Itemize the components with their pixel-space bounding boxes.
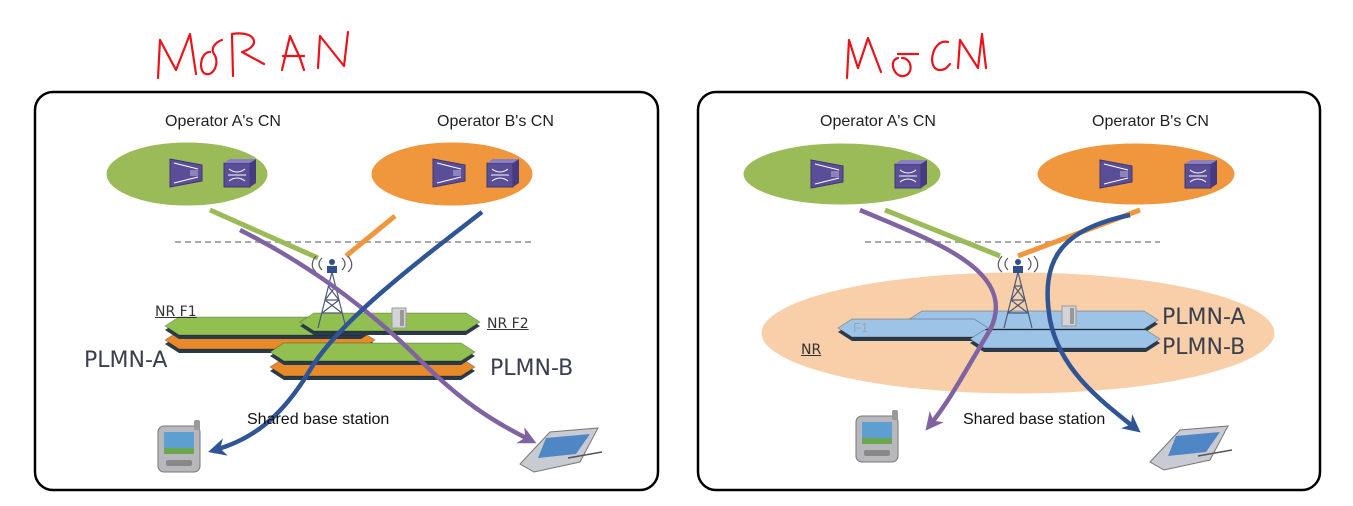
pda-screen bbox=[1168, 432, 1220, 456]
switch-arrows bbox=[228, 168, 246, 182]
switch-icon bbox=[486, 159, 519, 188]
moran-plane-f2-plmn-a bbox=[269, 342, 476, 362]
switch-arrows bbox=[491, 168, 509, 182]
pda-device-icon bbox=[1149, 425, 1233, 471]
mocn-panel bbox=[696, 90, 1322, 492]
mocn-operator-b-cn-oval bbox=[1034, 140, 1238, 208]
mocn-plane-f1 bbox=[837, 318, 989, 338]
switch-icon bbox=[223, 159, 256, 188]
radio-waves bbox=[311, 255, 353, 273]
bbu-cabinet-icon bbox=[391, 307, 407, 329]
moran-plane-f2-top bbox=[299, 312, 481, 332]
handwritten-moran bbox=[156, 30, 350, 80]
mocn-shared-base-station-label: Shared base station bbox=[963, 411, 1106, 428]
router-lines bbox=[1103, 163, 1129, 185]
tower-top bbox=[329, 259, 335, 265]
router-body bbox=[169, 158, 203, 188]
moran-link-operator-a bbox=[208, 207, 320, 261]
switch-side bbox=[1211, 160, 1217, 188]
tower-antenna bbox=[327, 266, 337, 273]
moran-link-blue-operator-b-to-phone bbox=[208, 210, 484, 456]
mobile-phone-icon bbox=[855, 410, 899, 463]
mocn-link-blue-operator-b-to-pda bbox=[1045, 212, 1141, 433]
cabinet-panel bbox=[1070, 308, 1074, 324]
switch-icon bbox=[1184, 160, 1217, 189]
pda-stylus bbox=[567, 451, 603, 459]
moran-link-purple-operator-a-to-pda bbox=[238, 227, 537, 444]
phone-antenna bbox=[892, 410, 898, 420]
cabinet-panel bbox=[400, 310, 404, 326]
phone-screen-grass bbox=[862, 438, 892, 444]
switch-side bbox=[921, 160, 927, 188]
switch-top bbox=[487, 159, 519, 163]
phone-keys bbox=[166, 460, 192, 466]
mobile-phone-icon bbox=[157, 420, 201, 473]
moran-operator-b-label: Operator B's CN bbox=[437, 113, 554, 130]
gateway-router-icon bbox=[1099, 159, 1133, 189]
pda-screen bbox=[538, 434, 590, 458]
moran-nr-f1-label: NR F1 bbox=[155, 304, 197, 320]
mocn-operator-b-label: Operator B's CN bbox=[1092, 113, 1209, 130]
switch-arrows bbox=[1189, 169, 1207, 183]
router-mark bbox=[1120, 171, 1128, 177]
router-lines bbox=[814, 163, 840, 185]
moran-operator-a-label: Operator A's CN bbox=[165, 113, 281, 130]
gateway-router-icon bbox=[169, 158, 203, 188]
base-station-tower-icon bbox=[311, 255, 353, 329]
switch-top bbox=[895, 160, 927, 164]
base-station-tower-icon bbox=[997, 255, 1039, 329]
router-lines bbox=[173, 162, 199, 184]
radio-waves bbox=[997, 255, 1039, 273]
mocn-link-operator-a bbox=[884, 207, 1001, 259]
switch-side bbox=[250, 159, 256, 187]
moran-plmn-a-label: PLMN-A bbox=[84, 348, 168, 373]
handwritten-mocn bbox=[845, 32, 988, 80]
phone-antenna bbox=[194, 420, 200, 430]
mocn-plmn-a-label: PLMN-A bbox=[1162, 305, 1246, 330]
tower-antenna bbox=[1013, 266, 1023, 273]
switch-top bbox=[1185, 160, 1217, 164]
router-body bbox=[810, 159, 844, 189]
switch-icon bbox=[894, 160, 927, 189]
router-body bbox=[1099, 159, 1133, 189]
router-lines bbox=[436, 162, 462, 184]
mocn-plane-plmn-b bbox=[969, 329, 1161, 349]
switch-arrows bbox=[899, 169, 917, 183]
moran-nr-f2-label: NR F2 bbox=[487, 316, 529, 332]
moran-plmn-b-label: PLMN-B bbox=[490, 356, 574, 381]
moran-panel bbox=[33, 90, 660, 492]
mocn-operator-a-label: Operator A's CN bbox=[820, 113, 936, 130]
tower-top bbox=[1015, 259, 1021, 265]
gateway-router-icon bbox=[432, 158, 466, 188]
router-mark bbox=[831, 171, 839, 177]
router-mark bbox=[453, 170, 461, 176]
bbu-cabinet-icon bbox=[1061, 305, 1077, 327]
mocn-f1-label: F1 bbox=[853, 320, 869, 335]
moran-link-operator-b bbox=[344, 214, 397, 258]
mocn-nr-label: NR bbox=[801, 342, 822, 358]
switch-top bbox=[224, 159, 256, 163]
gateway-router-icon bbox=[810, 159, 844, 189]
pda-stylus bbox=[1197, 449, 1233, 457]
router-body bbox=[432, 158, 466, 188]
mocn-link-purple-operator-a-to-phone bbox=[859, 207, 999, 431]
mocn-plmn-b-label: PLMN-B bbox=[1162, 335, 1246, 360]
phone-keys bbox=[864, 450, 890, 456]
router-mark bbox=[190, 170, 198, 176]
switch-side bbox=[513, 159, 519, 187]
moran-shared-base-station-label: Shared base station bbox=[247, 411, 390, 428]
pda-device-icon bbox=[519, 427, 603, 473]
phone-screen-grass bbox=[164, 448, 194, 454]
